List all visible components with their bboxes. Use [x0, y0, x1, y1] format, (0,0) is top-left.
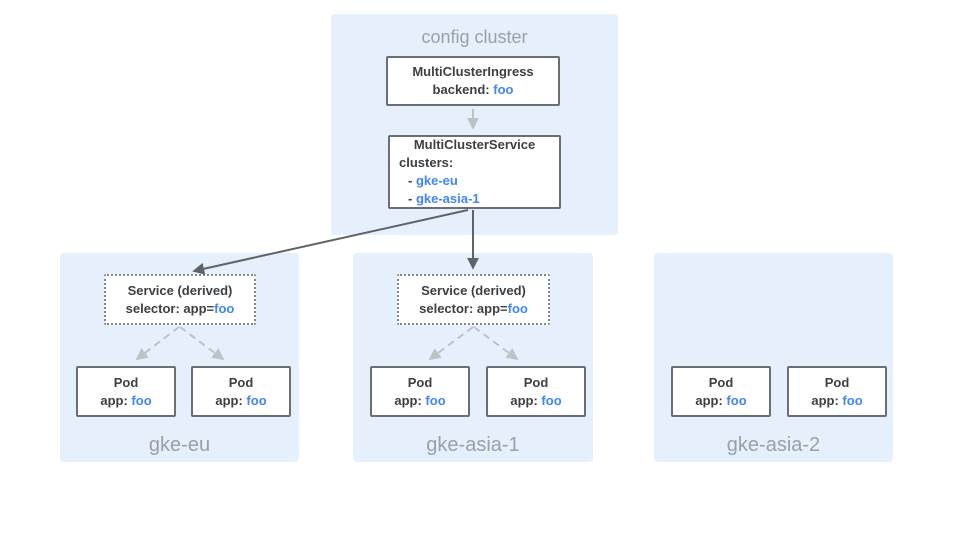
pod-title: Pod [228, 374, 254, 390]
cluster-label-gke-asia-1: gke-asia-1 [426, 434, 520, 456]
pod-title: Pod [407, 374, 433, 390]
pod-app: app: foo [510, 392, 562, 408]
cluster-label-gke-eu: gke-eu [148, 434, 211, 456]
cluster-label-gke-asia-2: gke-asia-2 [726, 434, 821, 456]
multiclusterservice-box: MultiClusterService clusters: - gke-eu -… [388, 135, 561, 209]
pod-box: Pod app: foo [671, 366, 771, 417]
multiclusteringress-backend: backend: foo [432, 82, 514, 97]
pod-app: app: foo [215, 392, 267, 408]
pod-box: Pod app: foo [76, 366, 176, 417]
pod-box: Pod app: foo [787, 366, 887, 417]
pod-app: app: foo [811, 392, 863, 408]
derived-service-selector: selector: app=foo [125, 300, 235, 316]
derived-service-box-gke-eu: Service (derived) selector: app=foo [104, 274, 256, 325]
multiclusterservice-name: MultiClusterService [413, 137, 536, 152]
pod-box: Pod app: foo [370, 366, 470, 417]
pod-title: Pod [523, 374, 549, 390]
pod-app: app: foo [100, 392, 152, 408]
pod-box: Pod app: foo [486, 366, 586, 417]
derived-service-title: Service (derived) [127, 282, 233, 298]
pod-app: app: foo [695, 392, 747, 408]
pod-app: app: foo [394, 392, 446, 408]
multiclusterservice-cluster-ref: - gke-eu [408, 173, 458, 188]
cluster-panel-gke-asia-2: gke-asia-2 [654, 253, 893, 462]
multiclusteringress-box: MultiClusterIngress backend: foo [386, 56, 560, 106]
pod-box: Pod app: foo [191, 366, 291, 417]
derived-service-title: Service (derived) [421, 282, 526, 298]
derived-service-selector: selector: app=foo [419, 300, 528, 316]
pod-title: Pod [113, 374, 139, 390]
pod-title: Pod [824, 374, 850, 390]
multiclusteringress-name: MultiClusterIngress [412, 64, 534, 79]
config-cluster-title: config cluster [421, 27, 528, 47]
multiclusterservice-cluster-ref: - gke-asia-1 [408, 191, 480, 206]
cluster-panel-gke-asia-1: gke-asia-1 [353, 253, 593, 462]
multiclusterservice-clusters-label: clusters: [399, 155, 454, 170]
pod-title: Pod [708, 374, 734, 390]
derived-service-box-gke-asia-1: Service (derived) selector: app=foo [397, 274, 550, 325]
